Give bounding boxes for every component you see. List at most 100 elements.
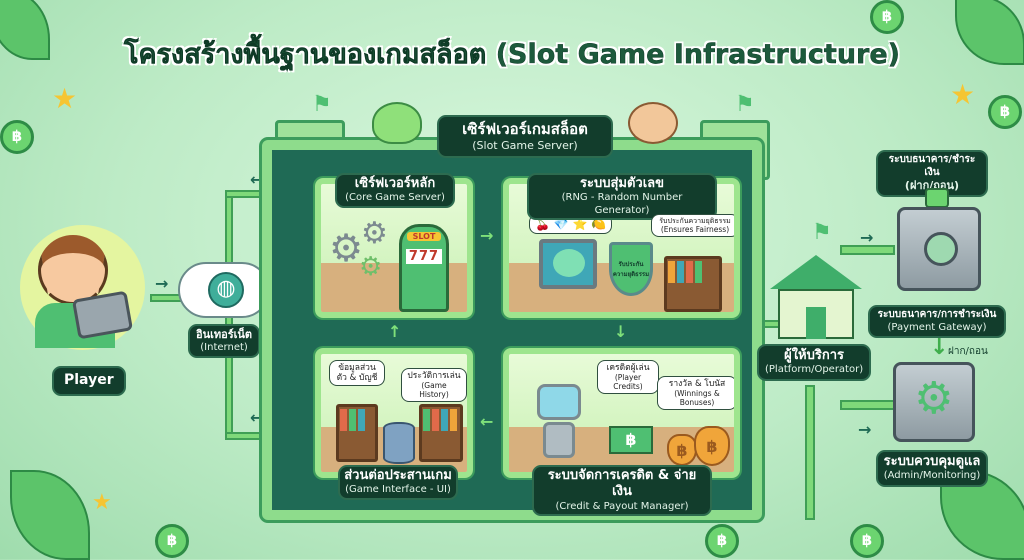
history-en: (Game History) [419, 381, 449, 400]
rng-label: ระบบสุ่มตัวเลข(RNG - Random Number Gener… [527, 173, 717, 221]
profile-bubble: ข้อมูลส่วนตัว & บัญชี [329, 360, 385, 387]
arrow-up-icon: ↑ [388, 322, 402, 341]
globe-icon: ◍ [208, 272, 244, 308]
internet-label-th: อินเทอร์เน็ต [196, 328, 253, 341]
winnings-en: (Winnings & Bonuses) [674, 389, 720, 408]
safe-icon [897, 207, 981, 291]
server-label-th: เซิร์ฟเวอร์เกมสล็อต [462, 120, 588, 138]
credits-en: (Player Credits) [613, 373, 643, 392]
coin-icon: ฿ [705, 524, 739, 558]
slot-reels: 777 [406, 249, 442, 264]
core-label: เซิร์ฟเวอร์หลัก(Core Game Server) [335, 173, 455, 208]
arrow-down-icon: ↓ [930, 335, 949, 360]
rng-label-th: ระบบสุ่มตัวเลข [579, 176, 664, 191]
house-icon [770, 255, 862, 340]
brain-icon [553, 249, 585, 277]
flag-icon: ⚑ [812, 220, 832, 245]
arrow-right-icon: → [155, 274, 169, 293]
money-bag-symbol: ฿ [706, 437, 718, 456]
operator-label-en: (Platform/Operator) [765, 364, 864, 376]
credit-label: ระบบจัดการเครดิต & จ่ายเงิน(Credit & Pay… [532, 465, 712, 516]
internet-label: อินเทอร์เน็ต(Internet) [188, 324, 261, 359]
player-credits-bubble: เครดิตผู้เล่น(Player Credits) [597, 360, 659, 395]
database-icon [383, 422, 415, 464]
banknote-icon: ฿ [609, 426, 653, 454]
house-roof [770, 255, 862, 289]
connector-pipe [840, 245, 895, 255]
house-door [806, 307, 826, 339]
arrow-right-icon: → [480, 226, 494, 245]
arrow-right-icon: → [860, 228, 874, 247]
winnings-bubble: รางวัล & โบนัส(Winnings & Bonuses) [657, 376, 734, 411]
slime-mascot [372, 102, 422, 144]
coin-icon: ฿ [850, 524, 884, 558]
admin-label: ระบบควบคุมดูแล(Admin/Monitoring) [876, 450, 988, 487]
star-icon: ★ [52, 82, 78, 115]
tablet-icon [71, 290, 134, 340]
room-game-interface: ข้อมูลส่วนตัว & บัญชี ประวัติการเล่น(Gam… [315, 348, 473, 478]
flag-icon: ⚑ [735, 92, 755, 117]
deposit-withdraw-text: ฝาก/ถอน [948, 346, 988, 357]
admin-label-th: ระบบควบคุมดูแล [883, 454, 981, 469]
fairness-th: รับประกันความยุติธรรม [659, 217, 731, 225]
safe-dial-icon [924, 232, 958, 266]
bookshelf-icon [664, 256, 722, 312]
robot-icon [537, 384, 581, 420]
bank-label-th: ระบบธนาคาร/ชำระเงิน [888, 154, 976, 178]
coin-icon: ฿ [870, 0, 904, 34]
gear-icon: ⚙ [329, 226, 364, 270]
admin-label-en: (Admin/Monitoring) [883, 470, 981, 482]
gear-icon: ⚙ [914, 373, 954, 424]
history-th: ประวัติการเล่น [407, 371, 461, 381]
credit-label-th: ระบบจัดการเครดิต & จ่ายเงิน [547, 468, 697, 500]
internet-label-en: (Internet) [200, 341, 248, 353]
connector-pipe [840, 400, 895, 410]
slot-machine-sign: SLOT [407, 232, 441, 241]
winnings-th: รางวัล & โบนัส [668, 379, 726, 389]
player-label: Player [52, 366, 126, 396]
gateway-label-en: (Payment Gateway) [887, 321, 987, 333]
ui-label: ส่วนต่อประสานเกม(Game Interface - UI) [338, 465, 458, 500]
credits-th: เครดิตผู้เล่น [606, 363, 650, 373]
robot-body [543, 422, 575, 458]
leaf-decoration [0, 0, 50, 60]
connector-pipe [805, 385, 815, 520]
gear-icon: ⚙ [359, 252, 383, 282]
fairness-en: (Ensures Fairness) [660, 225, 730, 235]
server-label: เซิร์ฟเวอร์เกมสล็อต(Slot Game Server) [437, 115, 613, 158]
core-label-th: เซิร์ฟเวอร์หลัก [354, 176, 436, 191]
operator-label-th: ผู้ให้บริการ [784, 348, 845, 363]
gateway-label: ระบบธนาคาร/การชำระเงิน(Payment Gateway) [868, 305, 1006, 338]
player-illustration [20, 225, 145, 350]
arrow-left-icon: ← [480, 412, 494, 431]
shield-icon: รับประกันความยุติธรรม [609, 242, 653, 296]
shield-text: รับประกันความยุติธรรม [612, 261, 650, 278]
page-title: โครงสร้างพื้นฐานของเกมสล็อต (Slot Game I… [123, 39, 901, 71]
flag-icon: ⚑ [312, 92, 332, 117]
bookshelf-icon [419, 404, 463, 462]
coin-icon: ฿ [988, 95, 1022, 129]
arrow-left-icon: ← [250, 408, 264, 427]
bookshelf-icon [336, 404, 378, 462]
gear-icon: ⚙ [361, 216, 388, 251]
rng-label-en: (RNG - Random Number Generator) [561, 192, 683, 216]
star-icon: ★ [950, 78, 976, 111]
operator-label: ผู้ให้บริการ(Platform/Operator) [757, 344, 872, 381]
credit-label-en: (Credit & Payout Manager) [555, 500, 689, 512]
banknote-symbol: ฿ [625, 430, 637, 449]
ui-label-th: ส่วนต่อประสานเกม [344, 468, 452, 483]
arrow-right-icon: → [858, 420, 872, 439]
coin-icon: ฿ [155, 524, 189, 558]
slot-machine-icon: SLOT 777 [399, 224, 449, 312]
bear-mascot [628, 102, 678, 144]
history-bubble: ประวัติการเล่น(Game History) [401, 368, 467, 403]
fairness-bubble: รับประกันความยุติธรรม(Ensures Fairness) [651, 214, 734, 238]
core-label-en: (Core Game Server) [345, 192, 445, 204]
leaf-decoration [10, 470, 90, 560]
computer-icon [539, 239, 597, 289]
gateway-label-th: ระบบธนาคาร/การชำระเงิน [877, 309, 997, 320]
cloud-icon: ◍ [178, 262, 270, 318]
room-credit-payout: เครดิตผู้เล่น(Player Credits) รางวัล & โ… [503, 348, 740, 478]
ui-label-en: (Game Interface - UI) [345, 484, 451, 496]
coin-icon: ฿ [0, 120, 34, 154]
